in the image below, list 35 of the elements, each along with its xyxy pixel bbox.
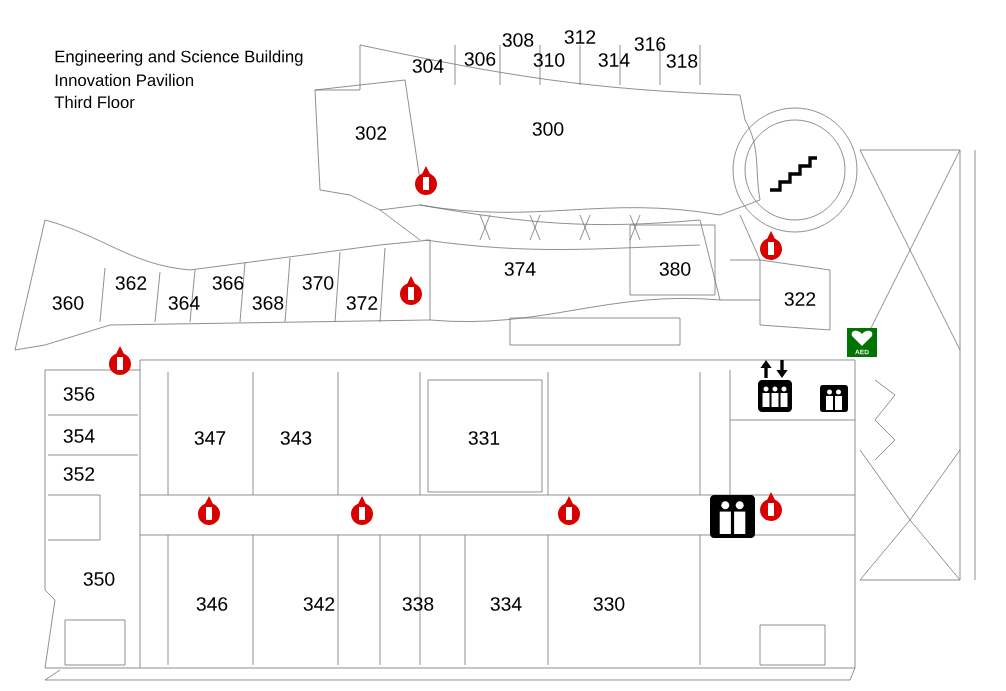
- subtitle: Innovation Pavilion: [55, 73, 194, 87]
- title: Engineering and Science Building: [55, 50, 303, 66]
- room-number: 331: [468, 431, 500, 445]
- room-number: 356: [63, 387, 95, 401]
- room-number: 362: [115, 276, 147, 290]
- room-number: 304: [412, 59, 444, 73]
- subtitle: Third Floor: [54, 95, 135, 109]
- room-number: 316: [634, 37, 666, 51]
- room-number: 343: [280, 431, 312, 445]
- room-number: 318: [666, 54, 698, 68]
- room-number: 300: [532, 122, 564, 136]
- room-number: 310: [533, 53, 565, 67]
- room-number: 306: [464, 52, 496, 66]
- room-number: 312: [564, 30, 596, 44]
- room-number: 350: [83, 572, 115, 586]
- room-number: 314: [598, 53, 630, 67]
- room-number: 372: [346, 296, 378, 310]
- room-number: 368: [252, 296, 284, 310]
- room-number: 334: [490, 597, 522, 611]
- room-number: 330: [593, 597, 625, 611]
- room-number: 370: [302, 276, 334, 290]
- room-number: 354: [63, 429, 95, 443]
- room-number: 322: [784, 292, 816, 306]
- room-number: 360: [52, 296, 84, 310]
- room-number: 342: [303, 597, 335, 611]
- room-number: 302: [355, 126, 387, 140]
- room-number: 346: [196, 597, 228, 611]
- room-number: 380: [659, 262, 691, 276]
- room-number: 374: [504, 262, 536, 276]
- room-number: 364: [168, 296, 200, 310]
- room-number: 347: [194, 431, 226, 445]
- room-number: 308: [502, 33, 534, 47]
- room-number: 338: [402, 597, 434, 611]
- room-number: 352: [63, 467, 95, 481]
- room-number: 366: [212, 276, 244, 290]
